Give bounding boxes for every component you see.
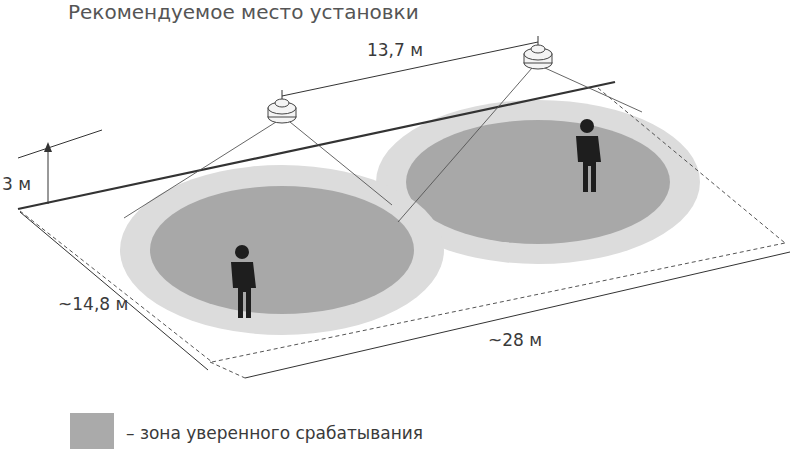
diagram-title: Рекомендуемое место установки	[68, 0, 419, 24]
inner-zone	[150, 186, 414, 314]
sensor	[268, 99, 296, 123]
arrow-head	[44, 142, 52, 152]
dimension-label: ~14,8 м	[58, 294, 128, 314]
dimension-label: ~28 м	[488, 330, 542, 350]
person-figure	[576, 119, 601, 192]
dimension-label: 3 м	[2, 174, 31, 194]
person-figure	[231, 245, 256, 318]
wall-line	[18, 82, 615, 209]
legend-swatch	[70, 413, 114, 449]
sensor	[524, 45, 552, 69]
height-arrow	[48, 150, 49, 204]
beam-lines	[124, 68, 642, 222]
legend-text: – зона уверенного срабатывания	[126, 423, 423, 443]
floor-outline	[20, 88, 785, 378]
ceiling-line	[18, 130, 102, 158]
dimension-label: 13,7 м	[367, 40, 423, 60]
outer-zone	[120, 165, 444, 335]
inner-zone	[406, 120, 670, 244]
dimension-lines	[20, 36, 790, 378]
